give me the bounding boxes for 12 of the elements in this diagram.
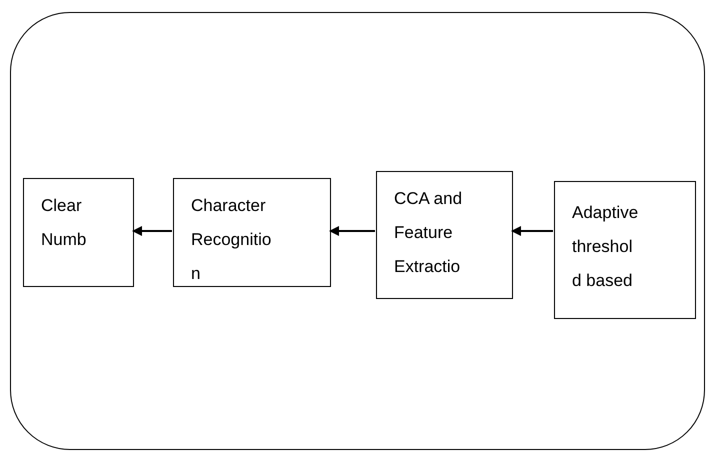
box-label: Character Recognitio n <box>191 195 272 285</box>
process-box <box>23 178 134 287</box>
rounded-frame <box>10 12 705 450</box>
arrow <box>329 226 375 236</box>
process-box <box>554 181 696 319</box>
arrow <box>132 226 172 236</box>
box-label: Adaptive threshol d based <box>572 202 640 292</box>
box-label: Clear Numb <box>41 195 88 251</box>
box-label: CCA and Feature Extractio <box>394 188 464 278</box>
process-box <box>376 171 513 299</box>
arrow <box>511 226 553 236</box>
process-box <box>173 178 331 287</box>
